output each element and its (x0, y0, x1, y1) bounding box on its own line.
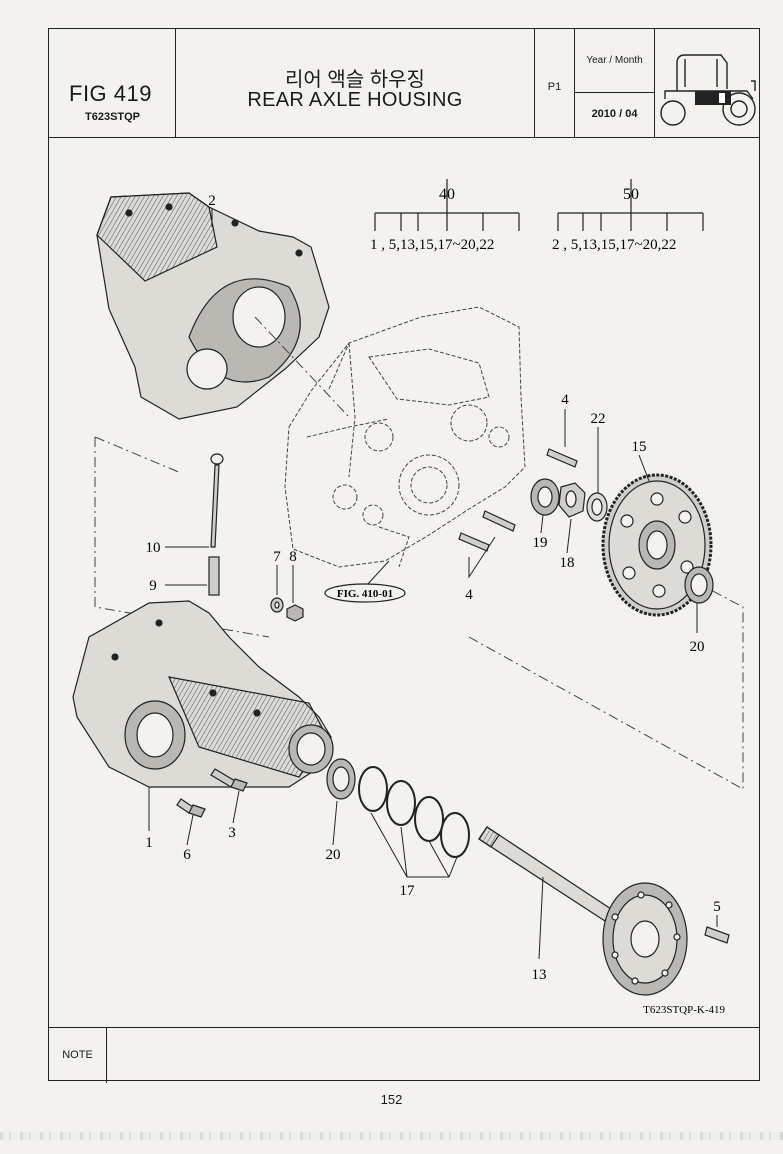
part-5-callout: 5 (713, 899, 721, 915)
assembly-40-bracket (374, 179, 520, 231)
bearing-left (326, 758, 356, 800)
fig-reference: FIG. 410-01 (324, 583, 406, 603)
bearing-nut-washer (530, 478, 608, 522)
drawing-code: T623STQP-K-419 (643, 1004, 725, 1016)
fig-reference-label: FIG. 410-01 (337, 588, 393, 600)
lower-axle-housing (72, 600, 334, 788)
tractor-icon (660, 54, 756, 126)
part-6-leader (186, 814, 194, 846)
part-18-callout: 18 (560, 555, 575, 571)
assembly-40-number: 40 (439, 186, 455, 203)
part-4b-callout: 4 (465, 587, 473, 603)
exploded-view-drawing: 40 1 , 5,13,15,17~20,22 50 2 , 5,13,15,1… (49, 137, 759, 1027)
part-4a-callout: 4 (561, 392, 569, 408)
assembly-50-parts: 2 , 5,13,15,17~20,22 (552, 237, 676, 253)
part-19-leader (540, 514, 544, 534)
part-20a-leader (332, 800, 338, 846)
part-20b-callout: 20 (690, 639, 705, 655)
model-code: T623STQP (85, 111, 141, 123)
part-13-leader (538, 876, 544, 960)
title-korean: 리어 액슬 하우징 (285, 69, 425, 91)
title-english: REAR AXLE HOUSING (247, 89, 463, 111)
part-20a-callout: 20 (326, 847, 341, 863)
part-1-callout: 1 (145, 835, 153, 851)
part-3-callout: 3 (228, 825, 236, 841)
part-2-callout: 2 (208, 193, 216, 209)
page-frame: FIG 419 T623STQP 리어 액슬 하우징 REAR AXLE HOU… (48, 28, 760, 1083)
tractor-cell (655, 29, 761, 137)
studs (458, 448, 578, 552)
part-3-leader (232, 790, 240, 824)
part-22-callout: 22 (591, 411, 606, 427)
note-label: NOTE (49, 1028, 107, 1083)
part-10-callout: 10 (146, 540, 161, 556)
assembly-50-number: 50 (623, 186, 639, 203)
page-indicator: P1 (547, 81, 562, 93)
part-15-callout: 15 (632, 439, 647, 455)
final-drive-gear (601, 473, 713, 617)
part-13-callout: 13 (532, 967, 547, 983)
part-4b-leader (468, 536, 496, 579)
part-18-leader (566, 518, 572, 554)
title-cell: 리어 액슬 하우징 REAR AXLE HOUSING (176, 29, 535, 137)
part-6-callout: 6 (183, 847, 191, 863)
part-17-leader (370, 812, 458, 878)
fig-cell: FIG 419 T623STQP (49, 29, 176, 137)
part-15-leader (638, 454, 650, 482)
axle-shaft (478, 826, 688, 996)
assembly-40-parts: 1 , 5,13,15,17~20,22 (370, 237, 494, 253)
part-17-callout: 17 (400, 883, 416, 899)
year-month-label: Year / Month (575, 29, 654, 93)
assembly-50-bracket (557, 179, 704, 231)
fig-ref-leader (364, 560, 390, 588)
bolts (176, 768, 248, 818)
dipstick (208, 453, 224, 596)
transmission-case-reference (284, 306, 526, 568)
page-indicator-cell: P1 (535, 29, 575, 137)
part-19-callout: 19 (533, 535, 548, 551)
year-month-cell: Year / Month 2010 / 04 (575, 29, 655, 137)
part-9-callout: 9 (149, 578, 157, 594)
year-month-value: 2010 / 04 (591, 108, 638, 120)
fig-number: FIG 419 (69, 81, 152, 106)
bearing-right (684, 566, 714, 604)
note-row: NOTE (49, 1027, 759, 1083)
shim-rings (358, 766, 470, 858)
part-7-callout: 7 (273, 549, 281, 565)
part-8-callout: 8 (289, 549, 297, 565)
washer-and-nut (270, 597, 304, 622)
upper-axle-housing (96, 192, 330, 420)
header: FIG 419 T623STQP 리어 액슬 하우징 REAR AXLE HOU… (49, 29, 759, 138)
page-number: 152 (380, 1092, 403, 1107)
wheel-stud (704, 926, 730, 944)
scan-edge-noise (0, 1132, 783, 1140)
